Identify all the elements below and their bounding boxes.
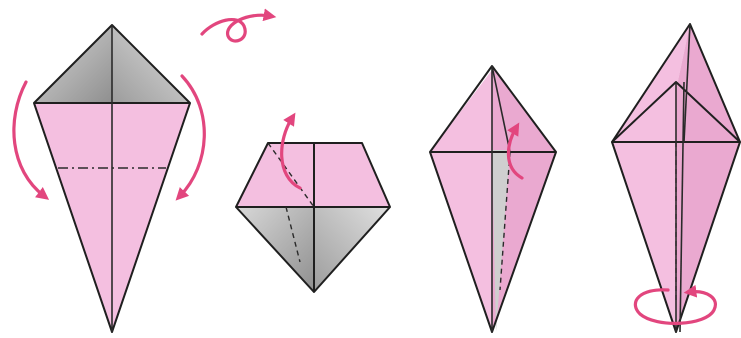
fold-back-arrow-icon: [180, 76, 204, 196]
step-4-shape: [612, 24, 740, 332]
step-3-shape: [430, 66, 556, 332]
step-1-kite: [14, 25, 204, 332]
step-2-shape: [236, 118, 390, 292]
flip-over-icon: [202, 15, 270, 41]
